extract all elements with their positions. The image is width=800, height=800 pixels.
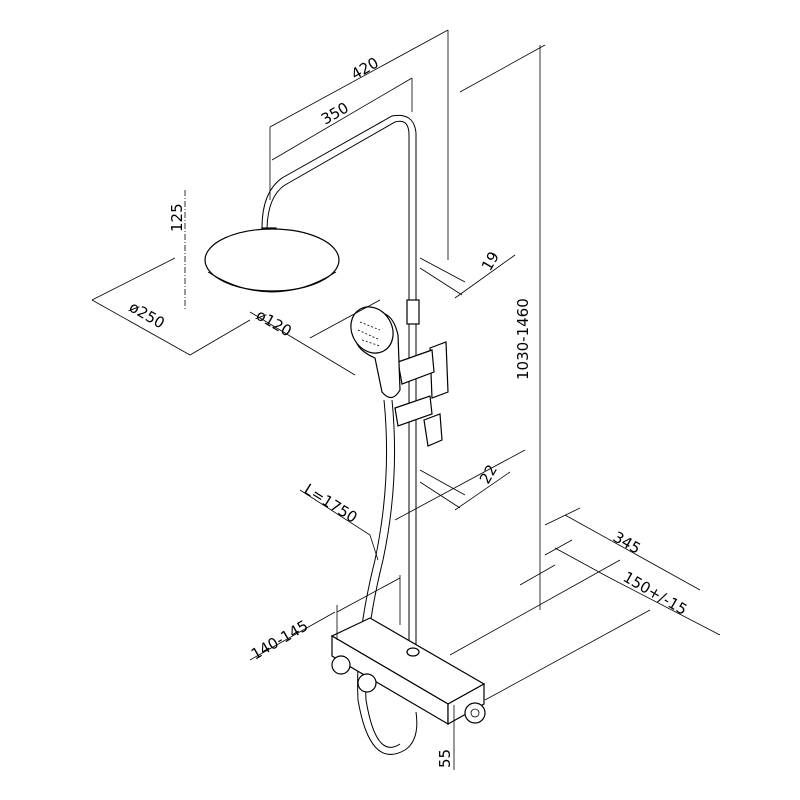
shower-hose-inner-edge bbox=[365, 399, 401, 748]
knob-middle bbox=[357, 673, 377, 693]
extension-line bbox=[189, 319, 251, 356]
dim-420: 420 bbox=[348, 54, 382, 84]
dimension-line bbox=[609, 577, 721, 636]
dimension-line bbox=[249, 611, 336, 661]
rain-shower-head bbox=[204, 228, 340, 292]
slider-bracket bbox=[429, 341, 449, 399]
extension-line bbox=[394, 449, 526, 521]
rain-shower-head-rim bbox=[207, 271, 337, 293]
extension-line bbox=[336, 577, 401, 613]
dimension-line bbox=[564, 514, 701, 591]
dim-19: 19 bbox=[478, 248, 503, 274]
extension-line bbox=[544, 539, 573, 556]
extension-line bbox=[484, 609, 651, 701]
column-pipe-right-edge bbox=[261, 114, 417, 655]
slider-arm-upper bbox=[397, 349, 435, 385]
shower-column bbox=[204, 114, 420, 655]
dimension-line bbox=[271, 77, 413, 161]
knob-right bbox=[464, 702, 486, 724]
dimension-lines bbox=[91, 29, 721, 770]
column-pipe-left-edge bbox=[266, 120, 410, 655]
extension-line bbox=[419, 267, 463, 296]
dimension-line bbox=[249, 311, 356, 376]
extension-line bbox=[449, 559, 621, 656]
extension-line bbox=[91, 257, 176, 301]
dim-150: 150+/-15 bbox=[620, 568, 690, 619]
dimension-line bbox=[269, 29, 449, 128]
hose-leader-line bbox=[299, 489, 379, 561]
dim-55: 55 bbox=[436, 749, 454, 768]
pipe-clamp bbox=[406, 299, 420, 325]
hand-shower-nozzles bbox=[357, 321, 381, 347]
hand-shower bbox=[350, 306, 449, 447]
extension-line bbox=[419, 469, 466, 496]
shower-hose bbox=[357, 399, 418, 755]
thermostat-base bbox=[330, 617, 486, 726]
slider-arm-lower bbox=[394, 395, 433, 427]
slider-knob bbox=[423, 413, 443, 447]
dim-o250: ø250 bbox=[126, 298, 168, 332]
extension-line bbox=[419, 481, 461, 509]
extension-line bbox=[419, 257, 466, 283]
extension-line bbox=[309, 299, 381, 339]
knob-left bbox=[331, 655, 351, 675]
dim-1030-1460: 1030-1460 bbox=[514, 298, 532, 380]
extension-line bbox=[544, 507, 581, 526]
dimension-line bbox=[91, 299, 191, 356]
dimension-line bbox=[454, 254, 516, 299]
dim-125: 125 bbox=[168, 203, 186, 232]
extension-line bbox=[519, 564, 556, 586]
dim-hose-length: L=1750 bbox=[301, 480, 361, 527]
dim-345: 345 bbox=[610, 528, 644, 558]
hand-shower-head bbox=[350, 306, 394, 354]
knob-right-center bbox=[470, 708, 480, 718]
extension-line bbox=[459, 44, 546, 93]
column-socket bbox=[406, 647, 420, 657]
dimension-line bbox=[454, 471, 511, 511]
dim-140-145: 140-145 bbox=[248, 617, 311, 664]
dim-o120: ø120 bbox=[253, 306, 295, 340]
dim-350: 350 bbox=[318, 99, 352, 129]
base-end-face bbox=[447, 682, 485, 726]
dimension-line bbox=[554, 547, 611, 579]
